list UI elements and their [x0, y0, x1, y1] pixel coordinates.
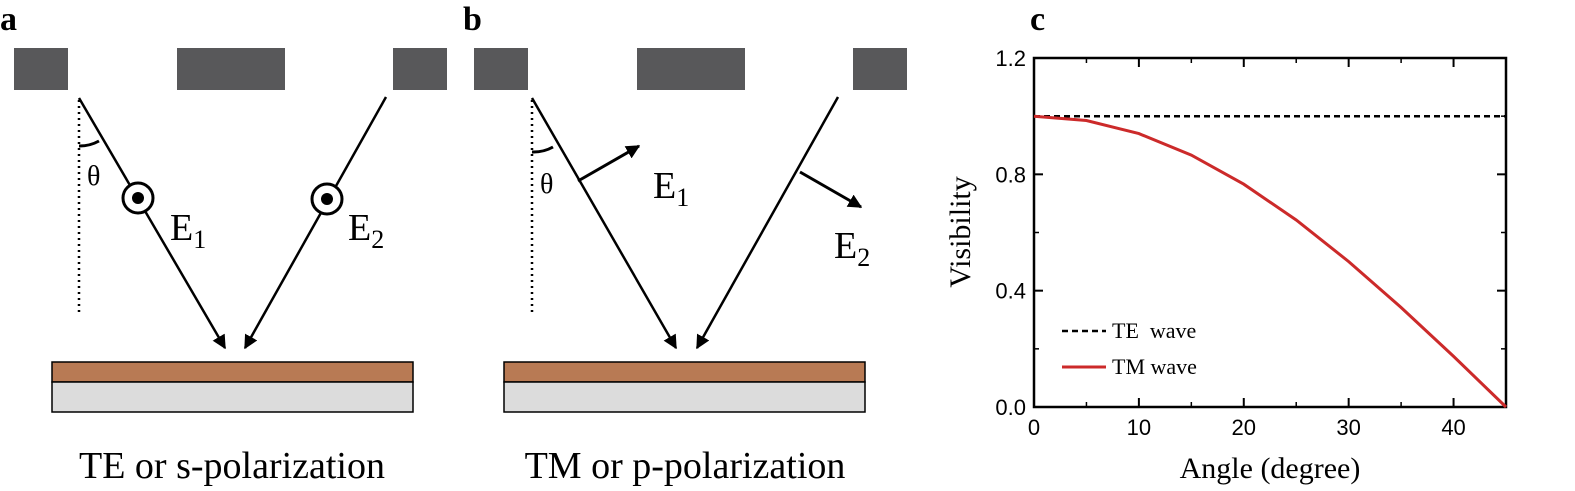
- panel-a-letter: a: [0, 1, 17, 38]
- x-tick-label: 10: [1127, 415, 1151, 440]
- out-of-plane-symbol-2: [310, 182, 344, 216]
- legend-tm-label: TM wave: [1112, 354, 1197, 379]
- panel-a-caption: TE or s-polarization: [79, 445, 385, 487]
- theta-label: θ: [87, 161, 100, 192]
- tm-wave-line: [1033, 114, 1508, 409]
- substrate-layer: [503, 381, 866, 413]
- polarization-arrow-2: [799, 170, 863, 209]
- substrate-layer: [51, 381, 414, 413]
- slit-block-right: [393, 48, 447, 90]
- metal-layer: [503, 361, 866, 383]
- legend-te-label: TE wave: [1112, 318, 1196, 343]
- plot-frame: [1032, 56, 1508, 409]
- beam-1: [530, 97, 678, 350]
- e1-label: E1: [653, 165, 689, 212]
- y-tick-label: 0.8: [995, 162, 1026, 187]
- beam-1: [77, 97, 227, 350]
- polarization-arrow-1: [577, 144, 641, 183]
- e1-label: E1: [170, 207, 206, 254]
- x-tick-label: 20: [1232, 415, 1256, 440]
- y-axis-title: Visibility: [944, 176, 977, 288]
- axis-ticks: 0 10 20 30 40 0.0 0.4 0.8 1.2: [995, 46, 1506, 440]
- panel-b: b θ E1 E2 TM or p-polarization: [463, 1, 907, 487]
- x-axis-title: Angle (degree): [1180, 452, 1361, 485]
- chart-series: [1033, 114, 1508, 409]
- panel-b-letter: b: [463, 1, 482, 38]
- y-tick-label: 0.4: [995, 279, 1026, 304]
- panel-b-caption: TM or p-polarization: [525, 445, 846, 487]
- theta-label: θ: [540, 169, 553, 200]
- slit-block-left: [14, 48, 68, 90]
- legend: TE wave TM wave: [1062, 318, 1197, 379]
- panel-c-letter: c: [1030, 1, 1045, 38]
- theta-arc: [531, 145, 554, 154]
- visibility-chart: c 0 10 20 30 40 0.0 0.4 0.8 1.2 Angle (degree) V…: [944, 1, 1508, 485]
- e2-label: E2: [348, 207, 384, 254]
- theta-arc: [78, 139, 100, 148]
- beam-2: [695, 96, 840, 350]
- x-tick-label: 0: [1028, 415, 1040, 440]
- y-tick-label: 1.2: [995, 46, 1026, 71]
- x-tick-label: 40: [1441, 415, 1465, 440]
- e2-label: E2: [834, 225, 870, 272]
- beam-2: [243, 96, 388, 350]
- metal-layer: [51, 361, 414, 383]
- y-tick-label: 0.0: [995, 395, 1026, 420]
- panel-a: a θ E1 E2 TE or s-polarization: [0, 1, 447, 487]
- x-tick-label: 30: [1336, 415, 1360, 440]
- slit-block-center: [177, 48, 285, 90]
- slit-block-left: [474, 48, 528, 90]
- slit-block-right: [853, 48, 907, 90]
- slit-block-center: [637, 48, 745, 90]
- out-of-plane-symbol-1: [121, 181, 155, 215]
